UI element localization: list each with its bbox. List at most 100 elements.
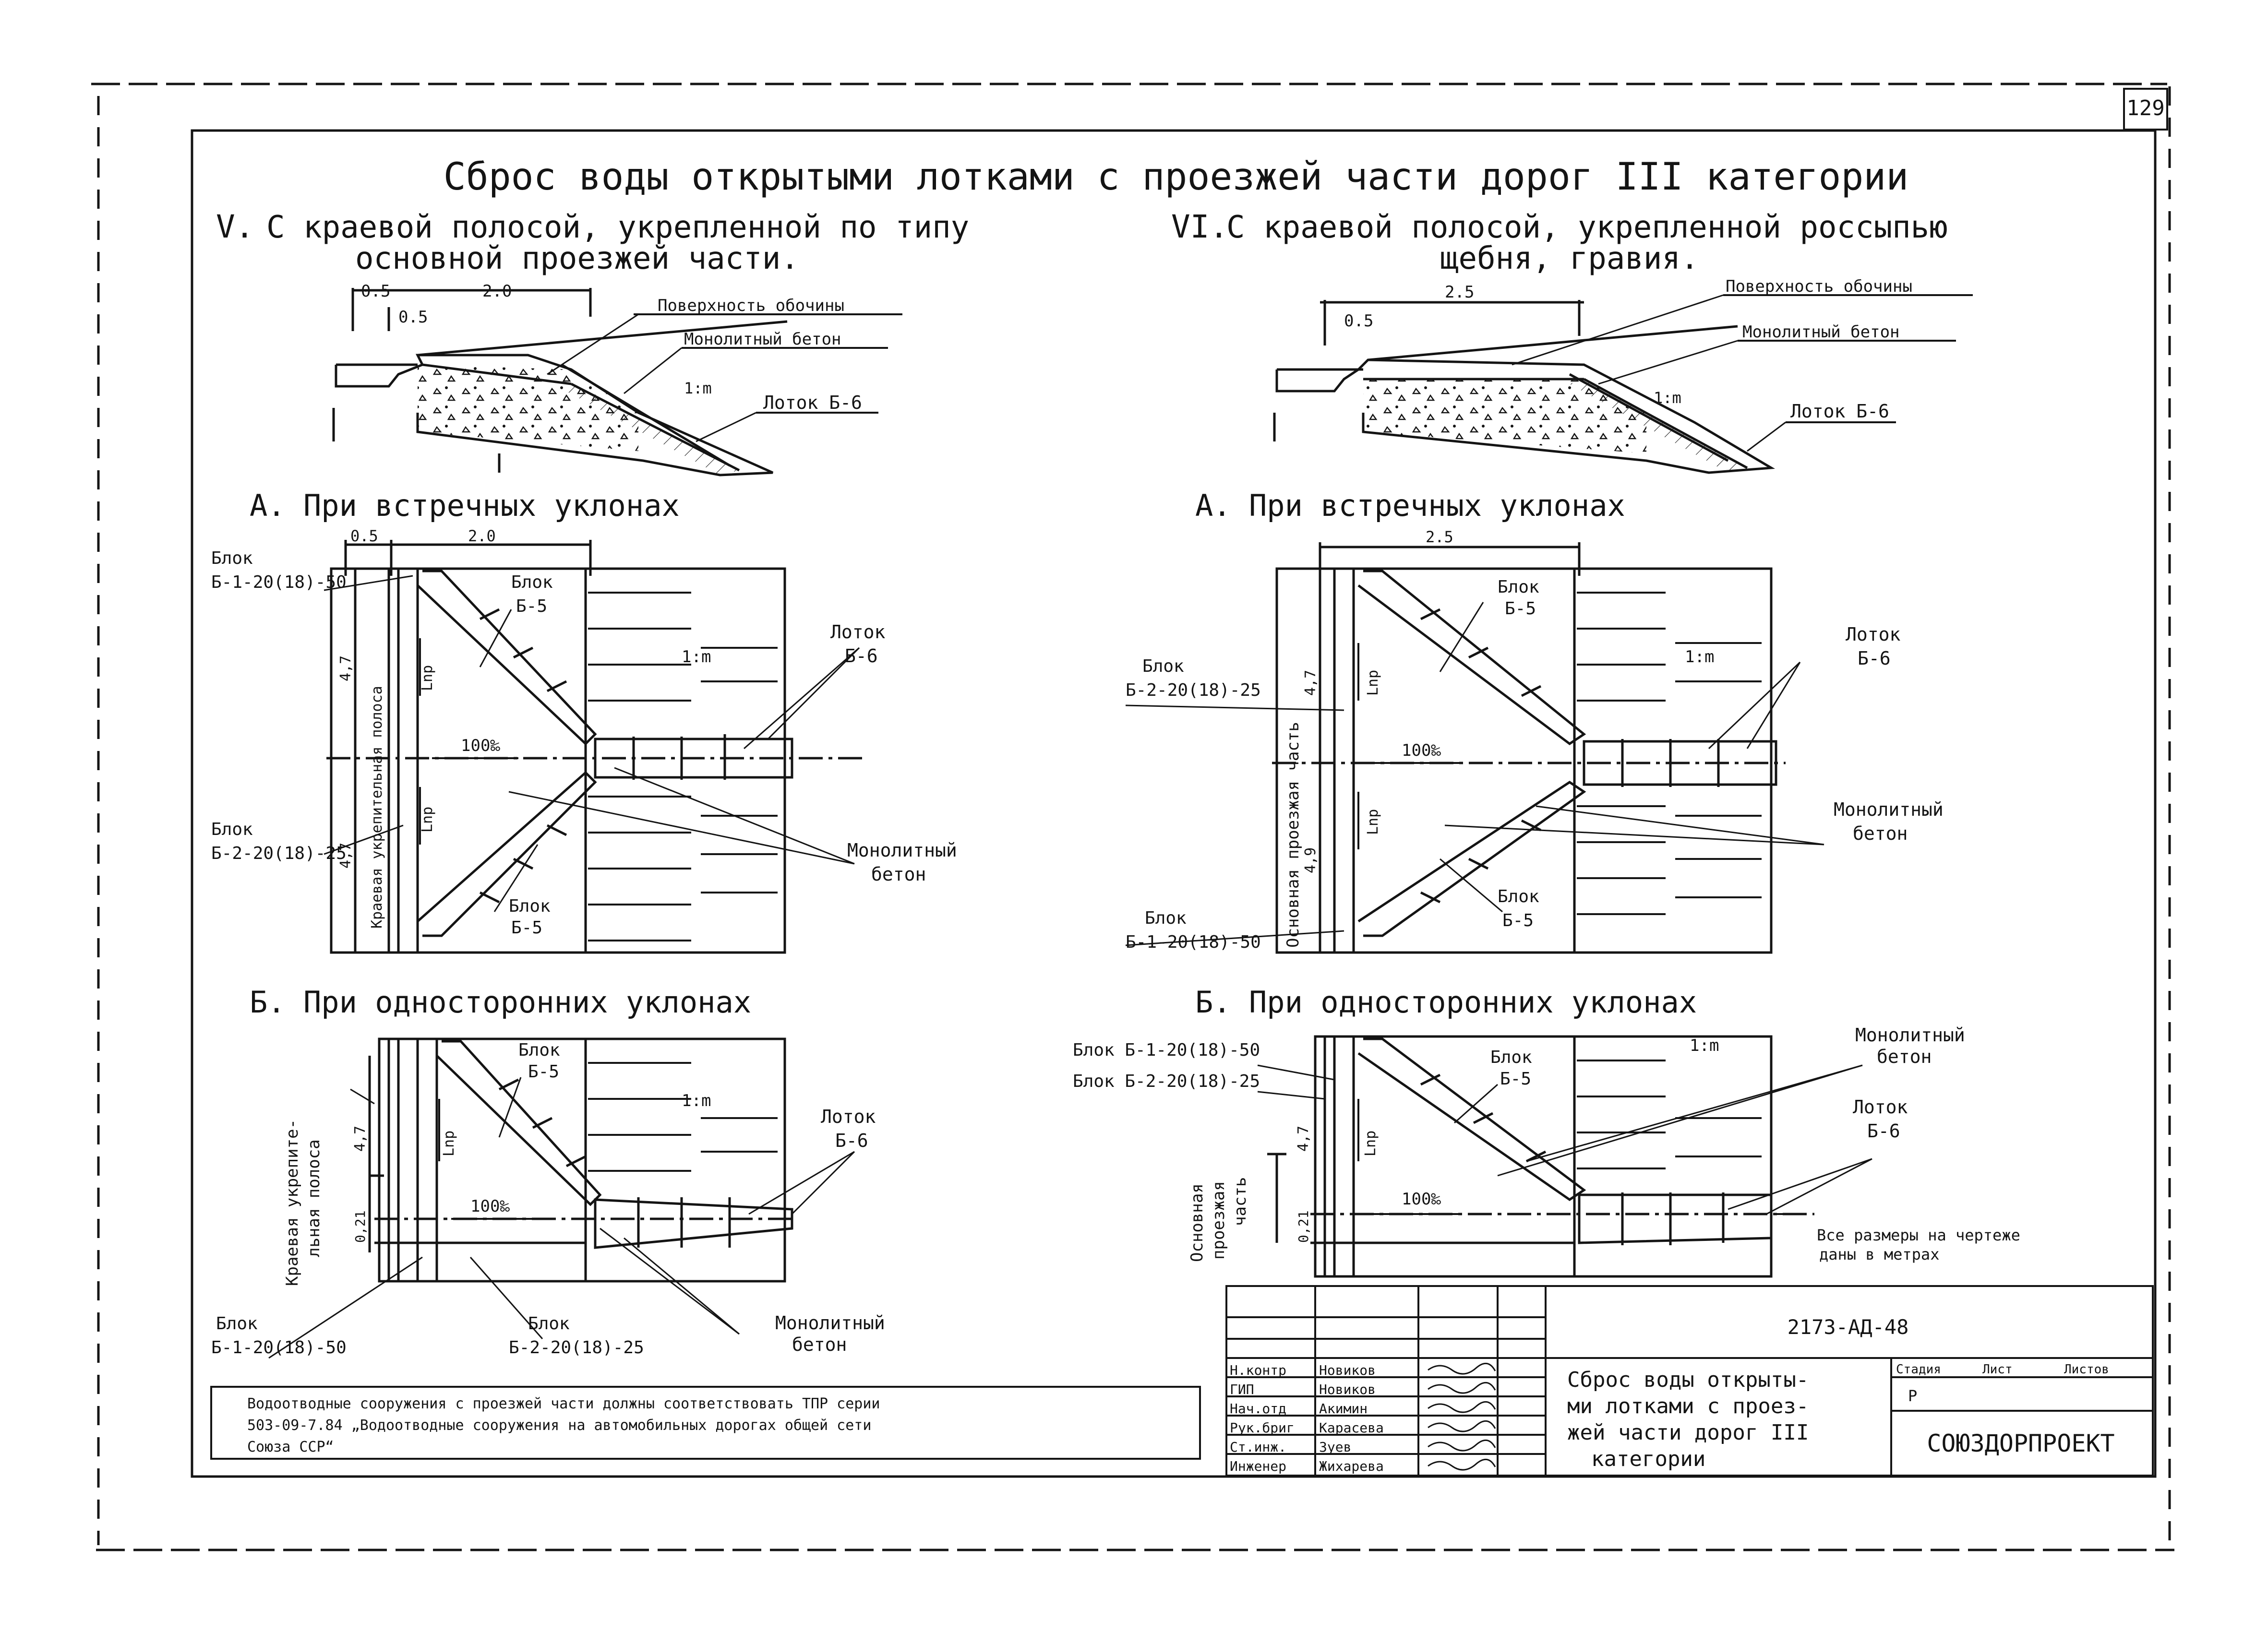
left-profile-dim-c: 2.0 (482, 282, 512, 301)
left-profile-concrete-label: Монолитный бетон (684, 330, 841, 349)
left-plan-b-b5-1: Блок (518, 1040, 560, 1060)
right-profile-dim-c: 2.5 (1445, 283, 1474, 302)
right-profile-slope-label: 1:m (1654, 389, 1681, 407)
left-plan-a-b5-top-1: Блок (511, 572, 553, 592)
sheet-number: 129 (2126, 96, 2164, 120)
right-plan-b-concrete-1: Монолитный (1855, 1025, 1965, 1046)
stamp-row-name: Новиков (1319, 1362, 1376, 1378)
title-block (1225, 1285, 2154, 1477)
right-plan-a-b5-bot-2: Б-5 (1502, 911, 1534, 930)
left-plan-b-block-2a: Блок (528, 1314, 570, 1334)
left-plan-a-lnp-top: Lnp (419, 665, 436, 691)
right-plan-a-block-b2: Б-1-20(18)-50 (1126, 932, 1261, 952)
left-plan-a-dim-47-top: 4,7 (337, 655, 354, 681)
left-plan-a-chute-2: Б-6 (845, 645, 878, 667)
left-profile-section (332, 288, 902, 477)
right-plan-b-block-1: Блок Б-1-20(18)-50 (1073, 1040, 1260, 1060)
right-plan-b-b5-1: Блок (1490, 1048, 1532, 1067)
stamp-organization: СОЮЗДОРПРОЕКТ (1927, 1430, 2114, 1457)
right-plan-b-note-1: Все размеры на чертеже (1817, 1226, 2020, 1244)
left-plan-a-chute-1: Лоток (830, 621, 886, 643)
left-plan-a-b5-bot-1: Блок (509, 896, 551, 916)
stamp-stage-value: Р (1908, 1387, 1917, 1405)
right-plan-a-block-b1: Блок (1145, 908, 1187, 928)
stamp-row-role: Рук.бриг (1230, 1420, 1295, 1436)
sheet-frame (91, 83, 2174, 1551)
stamp-row-role: Инженер (1230, 1458, 1286, 1474)
left-plan-b-block-1a: Блок (216, 1314, 258, 1334)
stamp-row-name: Новиков (1319, 1382, 1376, 1397)
right-plan-b-concrete-2: бетон (1877, 1046, 1932, 1067)
left-plan-a-lnp-bot: Lnp (419, 807, 436, 833)
left-profile-chute-label: Лоток Б-6 (763, 392, 862, 413)
right-plan-a-carriage-label: Основная проезжая часть (1284, 722, 1303, 948)
left-plan-a-dim-47-bot: 4,7 (337, 843, 354, 869)
footnote-line-1: Водоотводные сооружения с проезжей части… (247, 1395, 880, 1412)
right-profile-concrete-label: Монолитный бетон (1742, 322, 1900, 342)
right-plan-a-b5-bot-1: Блок (1498, 887, 1539, 906)
left-profile-surface-label: Поверхность обочины (658, 296, 844, 315)
left-plan-a-b5-top-2: Б-5 (516, 596, 547, 616)
left-plan-a-slope: 1:m (682, 647, 711, 667)
left-heading-line-1: С краевой полосой, укрепленной по типу (266, 210, 969, 245)
left-plan-a-grade: 100‰ (461, 736, 500, 755)
right-plan-b (1257, 1035, 1872, 1278)
right-plan-b-slope: 1:m (1690, 1036, 1719, 1055)
right-plan-b-title: Б. При односторонних уклонах (1195, 985, 1697, 1020)
stamp-row-role: ГИП (1230, 1382, 1254, 1397)
stamp-code: 2173-АД-48 (1788, 1315, 1909, 1339)
stamp-row-role: Ст.инж. (1230, 1439, 1286, 1455)
right-profile-surface-label: Поверхность обочины (1726, 277, 1912, 296)
right-heading-line-1: С краевой полосой, укрепленной россыпью (1226, 210, 1948, 245)
stamp-row-name: Жихарева (1319, 1458, 1384, 1474)
signature-scribble (1428, 1440, 1496, 1452)
left-plan-b-b5-2: Б-5 (528, 1062, 559, 1082)
left-plan-b-strip-1: Краевая укрепите- (283, 1119, 302, 1286)
left-plan-a-block-top-1: Блок (211, 548, 253, 568)
stamp-row-role: Нач.отд (1230, 1401, 1286, 1417)
left-plan-b-block-2b: Б-2-20(18)-25 (509, 1338, 644, 1358)
right-plan-b-grade: 100‰ (1402, 1190, 1441, 1209)
right-profile-chute-label: Лоток Б-6 (1790, 401, 1889, 422)
right-plan-b-chute-1: Лоток (1853, 1096, 1908, 1118)
left-plan-a-concrete-1: Монолитный (847, 840, 957, 861)
right-plan-a-block-1: Блок (1142, 656, 1184, 676)
stamp-row-name: Акимин (1319, 1401, 1368, 1417)
left-plan-a-block-bot-2: Б-2-20(18)-25 (211, 844, 347, 863)
left-profile-dim-b: 0.5 (398, 308, 428, 327)
right-plan-b-carriage-3: часть (1231, 1177, 1250, 1226)
footnote-line-3: Союза ССР“ (247, 1439, 334, 1455)
right-plan-a-chute-1: Лоток (1846, 624, 1901, 645)
left-plan-b-slope: 1:m (682, 1091, 711, 1110)
stamp-row-name: Зуев (1319, 1439, 1351, 1455)
footnote-line-2: 503-09-7.84 „Водоотводные сооружения на … (247, 1417, 871, 1434)
stamp-row-name: Карасева (1319, 1420, 1384, 1436)
right-plan-a-dim-47: 4,7 (1302, 670, 1319, 696)
right-plan-b-b5-2: Б-5 (1500, 1069, 1531, 1089)
right-plan-b-carriage-2: проезжая (1209, 1181, 1228, 1260)
left-plan-a-b5-bot-2: Б-5 (511, 918, 542, 938)
left-profile-slope-label: 1:m (684, 379, 712, 397)
stamp-title-2: ми лотками с проез- (1567, 1394, 1809, 1418)
stamp-stage-label: Стадия (1896, 1362, 1941, 1377)
right-plan-a-b5-top-1: Блок (1498, 577, 1539, 597)
stamp-row-role: Н.контр (1230, 1362, 1286, 1378)
left-plan-b-block-1b: Б-1-20(18)-50 (211, 1338, 347, 1358)
right-plan-a-slope: 1:m (1685, 647, 1714, 667)
left-plan-a (324, 540, 864, 954)
left-plan-b-concrete-1: Монолитный (775, 1312, 885, 1334)
signature-scribble (1428, 1382, 1496, 1394)
left-plan-b-chute-1: Лоток (821, 1106, 876, 1127)
right-profile-section (1273, 294, 1973, 474)
right-plan-b-chute-2: Б-6 (1867, 1120, 1900, 1142)
right-plan-a-concrete-2: бетон (1853, 823, 1908, 844)
right-section-number: VI. (1171, 208, 1228, 245)
right-plan-a-dim-49: 4,9 (1302, 847, 1319, 873)
right-plan-a-dim: 2.5 (1426, 528, 1453, 546)
left-plan-a-concrete-2: бетон (871, 864, 926, 885)
right-plan-a-block-2: Б-2-20(18)-25 (1126, 680, 1261, 700)
footnote-box (210, 1386, 1201, 1460)
right-plan-a-b5-top-2: Б-5 (1505, 599, 1536, 619)
